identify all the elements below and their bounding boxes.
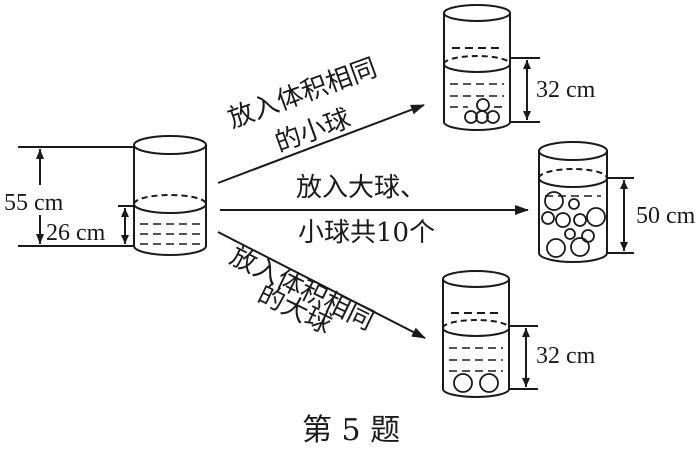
small-balls-dimension-arrowheads [523, 60, 531, 120]
arrow-to-large-balls [217, 231, 426, 339]
left-dimension-arrowheads [36, 149, 129, 244]
left-cylinder [133, 135, 207, 256]
arrow-to-small-balls [217, 104, 425, 184]
arrow-middle-label-line1: 放入大球、 [296, 173, 426, 203]
small-balls [464, 98, 500, 124]
arrow-middle-label-line2: 小球共10个 [298, 218, 435, 248]
mixed-balls-dimension-arrowheads [620, 180, 628, 251]
cylinder-small-balls [443, 4, 511, 131]
small-balls-dimension [510, 57, 540, 123]
figure-caption: 第 5 题 [302, 413, 400, 448]
cylinder-large-balls [442, 270, 510, 398]
cylinder-mixed-balls [538, 141, 608, 263]
total-height-label: 55 cm [4, 190, 64, 216]
label-mask [0, 185, 62, 215]
small-balls-height-label: 32 cm [536, 77, 596, 103]
large-balls-dimension [509, 325, 538, 390]
large-balls [453, 373, 499, 393]
mixed-balls-height-label: 50 cm [636, 203, 696, 229]
water-height-label: 26 cm [46, 220, 106, 246]
water-texture [140, 223, 200, 245]
large-balls-dimension-arrowheads [522, 328, 530, 387]
mixed-balls-dimension [607, 177, 634, 254]
mixed-balls [541, 191, 606, 258]
large-balls-height-label: 32 cm [536, 343, 596, 369]
